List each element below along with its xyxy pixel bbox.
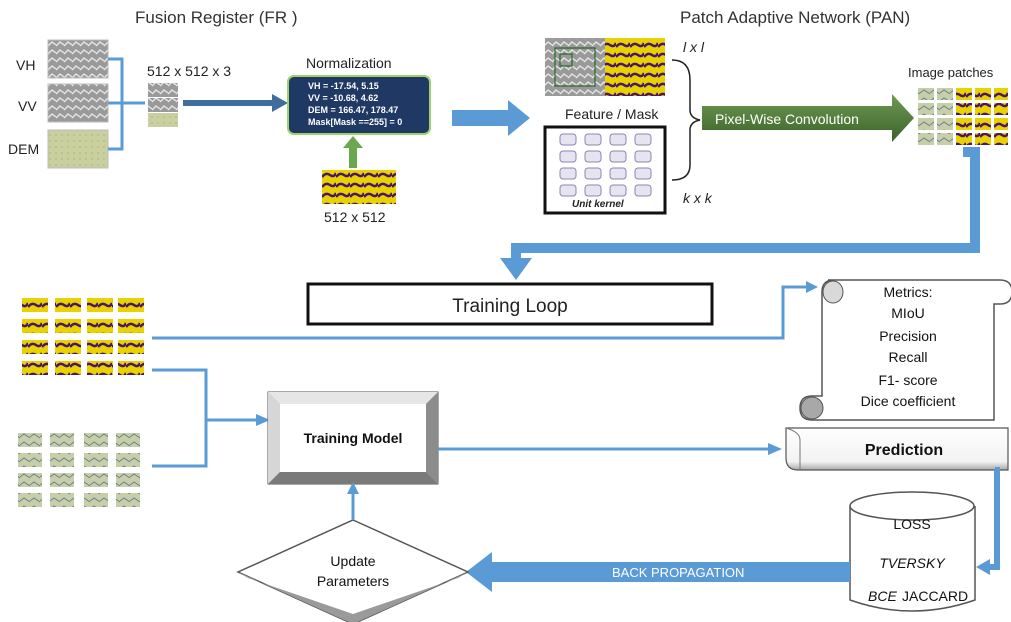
stacked-image-dem [148, 113, 178, 127]
loss-jaccard: JACCARD [902, 588, 968, 604]
training-loop-box [306, 282, 714, 326]
vv-image [47, 83, 109, 123]
kxk-label: k x k [683, 190, 713, 206]
feature-mask-label: Feature / Mask [565, 106, 659, 122]
stack-dims-label: 512 x 512 x 3 [147, 63, 231, 79]
image-patches-label: Image patches [908, 65, 994, 80]
prediction-box [785, 427, 1009, 471]
feature-patches-grid [18, 433, 140, 507]
training-model-label: Training Model [304, 430, 403, 446]
update-params-line2: Parameters [317, 573, 389, 589]
metric-recall: Recall [889, 349, 928, 365]
mask-patches-grid [22, 298, 144, 375]
backprop-label: BACK PROPAGATION [612, 565, 744, 580]
loss-tversky: TVERSKY [879, 555, 946, 571]
norm-line-mask: Mask[Mask ==255] = 0 [308, 117, 402, 127]
norm-line-vv: VV = -10.68, 4.62 [308, 93, 378, 103]
lxl-label: l x l [683, 39, 705, 55]
mask-to-metrics-arrowhead [806, 281, 818, 293]
loss-title: LOSS [893, 516, 930, 532]
normalization-box [287, 75, 431, 135]
image-patches-grid [918, 88, 1008, 145]
input-label-vv: VV [18, 98, 37, 114]
metrics-title: Metrics: [884, 284, 933, 300]
pan-title: Patch Adaptive Network (PAN) [680, 8, 910, 27]
loss-cylinder [849, 491, 976, 612]
update-parameters-diamond [236, 519, 470, 622]
norm-line-dem: DEM = 166.47, 178.47 [308, 105, 398, 115]
patches-to-model-line [152, 368, 258, 468]
mask-image [322, 170, 396, 204]
unit-kernel-grid [559, 133, 652, 197]
stacked-image-vv [148, 98, 178, 112]
metric-f1: F1- score [878, 372, 937, 388]
normalization-title: Normalization [306, 55, 392, 71]
unit-kernel-label: Unit kernel [572, 199, 624, 210]
input-label-dem: DEM [8, 141, 39, 157]
update-params-line1: Update [330, 553, 375, 569]
pixel-wise-convolution-arrow [702, 94, 914, 142]
training-loop-label: Training Loop [452, 296, 567, 317]
metrics-scroll [799, 279, 1011, 421]
fr-title: Fusion Register (FR ) [135, 8, 297, 27]
patches-to-loop-arrowhead [500, 258, 532, 280]
norm-line-vh: VH = -17.54, 5.15 [308, 81, 379, 91]
back-propagation-arrow [466, 552, 850, 592]
conv-label: Pixel-Wise Convolution [715, 111, 859, 127]
update-to-model-arrowhead [347, 482, 359, 494]
vh-image [47, 39, 109, 79]
mask-dims-label: 512 x 512 [324, 209, 386, 225]
arrow-to-pan [452, 100, 530, 136]
dem-image [47, 129, 109, 169]
metric-dice: Dice coefficient [861, 393, 956, 409]
metric-precision: Precision [879, 328, 937, 344]
arrow-mask-up [343, 136, 363, 168]
loss-bce: BCE [868, 588, 897, 604]
mask-to-metrics-line [152, 285, 808, 340]
arrow-to-normalization [183, 94, 288, 112]
patches-to-model-arrowhead [256, 414, 270, 426]
metric-miou: MIoU [891, 305, 924, 321]
stacked-image-vh [148, 83, 178, 97]
feature-mask-image [545, 38, 665, 96]
pan-bracket [671, 59, 701, 181]
prediction-to-loss-line [990, 467, 1000, 570]
model-to-prediction-arrowhead [768, 443, 782, 455]
prediction-to-loss-arrowhead [976, 559, 990, 575]
patches-to-loop-line [511, 147, 980, 262]
input-bracket [108, 57, 145, 151]
prediction-label: Prediction [865, 442, 943, 459]
training-model-box [267, 391, 439, 485]
input-label-vh: VH [16, 57, 35, 73]
